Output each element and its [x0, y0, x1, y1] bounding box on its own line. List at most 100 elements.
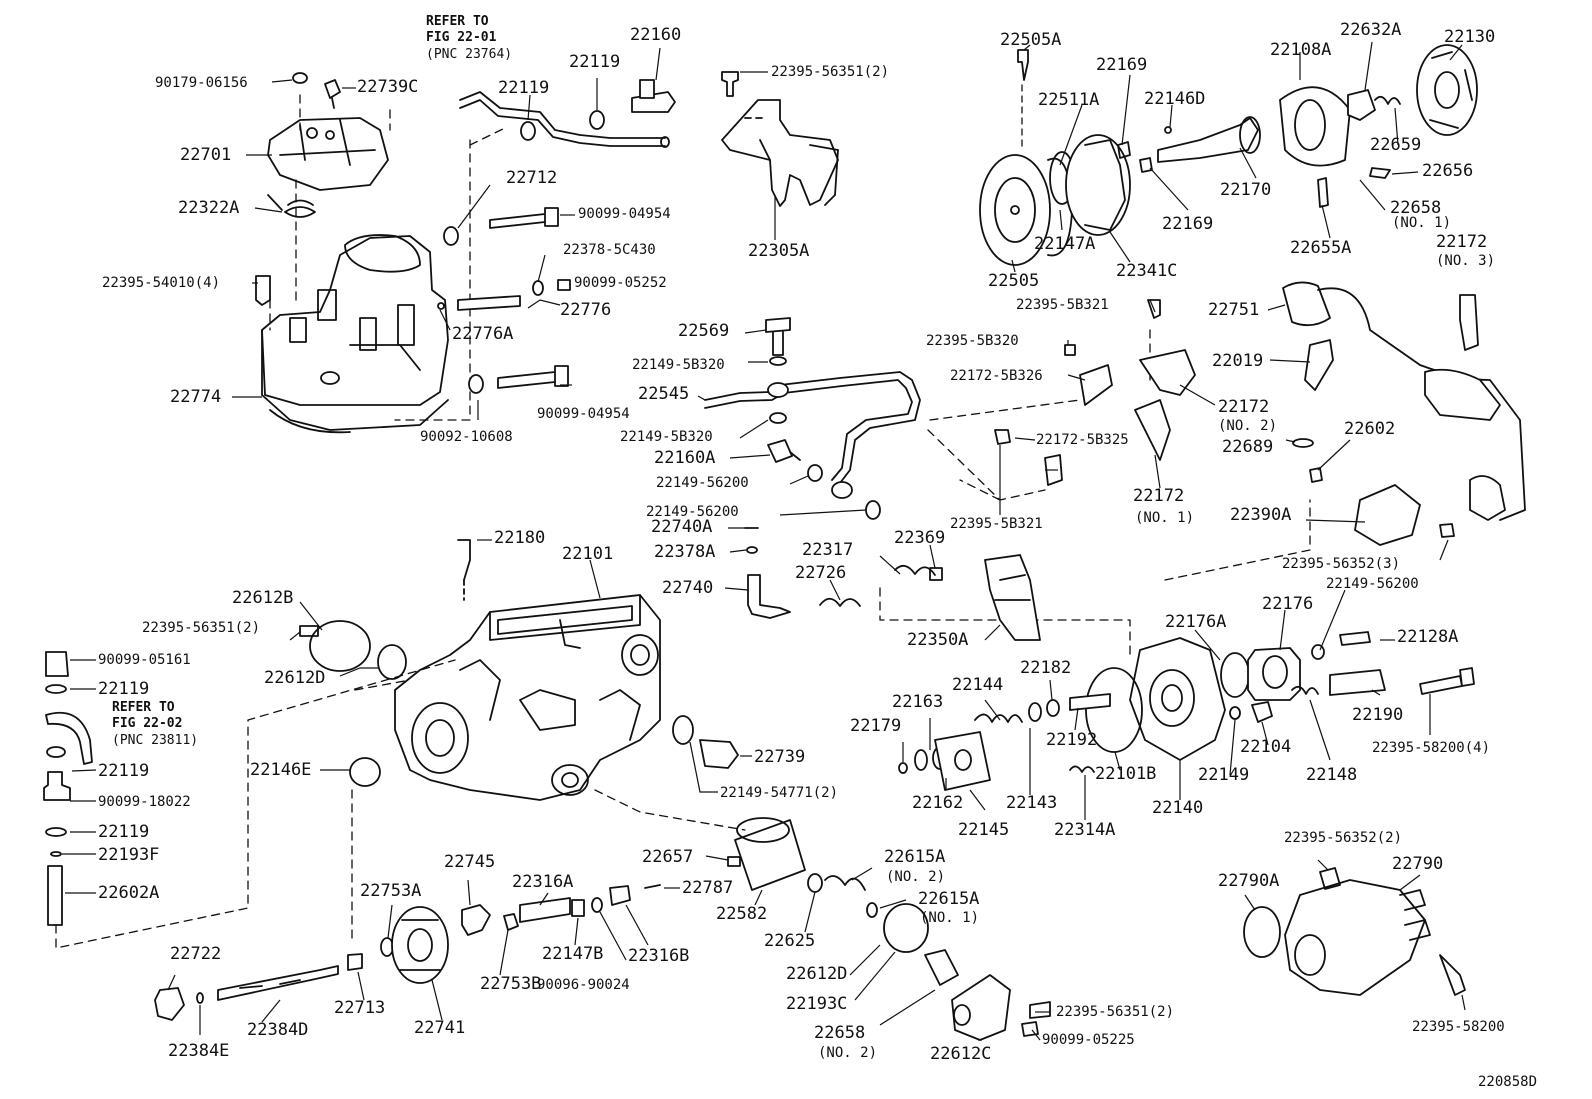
- part-label: 22119: [98, 761, 150, 781]
- part-label: 22162: [912, 793, 964, 813]
- part-label: 22170: [1220, 180, 1272, 200]
- sensor-22019: [1304, 339, 1334, 391]
- pipe-22119-22160: [459, 79, 676, 148]
- part-label: 22741: [414, 1018, 466, 1038]
- part-label: 22615A: [918, 889, 980, 909]
- spring-22726: [819, 597, 861, 607]
- part-label: 90099-18022: [98, 794, 191, 810]
- part-label: 22395-5B321: [950, 516, 1043, 532]
- governor-cover-22774: [261, 234, 449, 434]
- part-label: 22658: [814, 1023, 866, 1043]
- figure-code: 220858D: [1478, 1074, 1538, 1090]
- cover-22505: [979, 154, 1051, 266]
- part-label: 22144: [952, 675, 1004, 695]
- part-label: 90092-10608: [420, 429, 513, 445]
- spring-22615a: [824, 875, 866, 891]
- part-label: 22712: [506, 168, 558, 188]
- part-label: 22384E: [168, 1041, 230, 1061]
- bracket-22305a: [721, 71, 839, 207]
- part-label: 22147B: [542, 944, 604, 964]
- part-label: 22739C: [357, 77, 419, 97]
- part-label: 22657: [642, 847, 694, 867]
- part-label: 22108A: [1270, 40, 1332, 60]
- sub-label: (NO. 3): [1436, 253, 1496, 269]
- part-label: 90099-04954: [537, 406, 630, 422]
- part-label: 22659: [1370, 135, 1422, 155]
- part-label: 22776A: [452, 324, 514, 344]
- part-label: 22612D: [786, 964, 848, 984]
- part-label: 22740A: [651, 517, 713, 537]
- part-label: 22193F: [98, 845, 160, 865]
- part-label: 22505A: [1000, 30, 1062, 50]
- bolt-22739c: [324, 79, 341, 109]
- shaft-22170: [1157, 117, 1259, 163]
- part-label: 22140: [1152, 798, 1204, 818]
- part-label: 22149-56200: [1326, 576, 1419, 592]
- part-label: 22395-56352(3): [1282, 556, 1401, 572]
- part-label: 22395-5B320: [926, 333, 1019, 349]
- part-label: 22146D: [1144, 89, 1206, 109]
- head-22140: [1129, 637, 1226, 761]
- refer-note-2: REFER TO FIG 22-02 (PNC 23811): [112, 700, 199, 748]
- part-label: 22395-58200(4): [1372, 740, 1491, 756]
- part-label: 22322A: [178, 198, 240, 218]
- part-label: 22625: [764, 931, 816, 951]
- part-label: 22511A: [1038, 90, 1100, 110]
- spring-22322a: [284, 199, 316, 218]
- part-label: 22655A: [1290, 238, 1352, 258]
- housing-22108a: [1279, 86, 1351, 167]
- part-label: 22582: [716, 904, 768, 924]
- part-label: 22395-58200: [1412, 1019, 1505, 1035]
- part-label: 22753A: [360, 881, 422, 901]
- part-label: 22148: [1306, 765, 1358, 785]
- part-label: 22656: [1422, 161, 1474, 181]
- sub-label: (NO. 2): [886, 869, 946, 885]
- part-label: 22505: [988, 271, 1040, 291]
- part-label: 22790: [1392, 854, 1444, 874]
- part-label: 22180: [494, 528, 546, 548]
- part-label: 22395-5B321: [1016, 297, 1109, 313]
- rotor-22341c: [1065, 134, 1131, 236]
- part-label: 22119: [98, 822, 150, 842]
- part-label: 22545: [638, 384, 690, 404]
- part-label: 22316B: [628, 946, 690, 966]
- part-label: 22190: [1352, 705, 1404, 725]
- part-label: 22395-56351(2): [142, 620, 261, 636]
- part-label: 22701: [180, 145, 232, 165]
- gear-22741: [391, 906, 449, 984]
- part-label: 22395-56351(2): [1056, 1004, 1175, 1020]
- part-label: 90099-05225: [1042, 1032, 1135, 1048]
- part-label: 22172: [1436, 232, 1488, 252]
- oring-22101b: [1085, 667, 1143, 753]
- part-label: 22713: [334, 998, 386, 1018]
- spring-22317: [894, 564, 936, 576]
- part-label: 22722: [170, 944, 222, 964]
- oring-22790a: [1243, 906, 1281, 958]
- part-label: 22149-56200: [656, 475, 749, 491]
- part-label: 22145: [958, 820, 1010, 840]
- part-label: 22128A: [1397, 627, 1459, 647]
- part-label: 22395-56352(2): [1284, 830, 1403, 846]
- part-label: 22316A: [512, 872, 574, 892]
- part-label: 22658: [1390, 198, 1442, 218]
- part-label: 22143: [1006, 793, 1058, 813]
- part-label: 22395-54010(4): [102, 275, 221, 291]
- nut-90179: [292, 72, 308, 84]
- part-label: 22369: [894, 528, 946, 548]
- part-label: 22726: [795, 563, 847, 583]
- part-label: 22146E: [250, 760, 312, 780]
- part-label: 22390A: [1230, 505, 1292, 525]
- part-label: 22160A: [654, 448, 716, 468]
- cap-22751: [1282, 281, 1331, 327]
- part-label: 22192: [1046, 730, 1098, 750]
- part-label: 22149-5B320: [620, 429, 713, 445]
- part-label: 22182: [1020, 658, 1072, 678]
- plug-22739: [699, 739, 739, 769]
- refer-note-1: REFER TO FIG 22-01 (PNC 23764): [426, 14, 513, 62]
- part-label: 22172: [1133, 486, 1185, 506]
- part-label: 22569: [678, 321, 730, 341]
- part-label: 90099-05161: [98, 652, 191, 668]
- oring-22149-54771: [672, 715, 694, 745]
- part-label: 22384D: [247, 1020, 309, 1040]
- part-label: 22172-5B326: [950, 368, 1043, 384]
